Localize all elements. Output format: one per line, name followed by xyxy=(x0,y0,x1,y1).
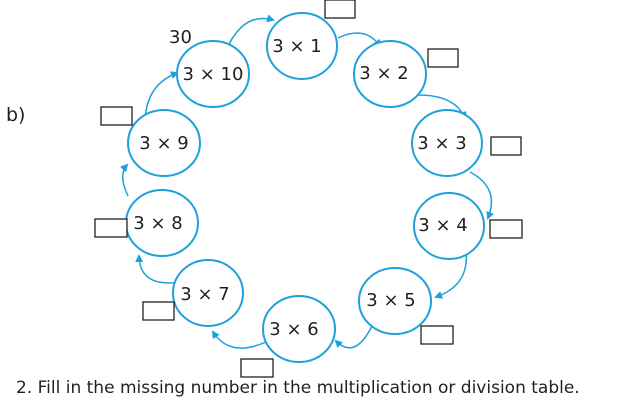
answer-box-3x8[interactable] xyxy=(94,218,128,238)
arrow-10-to-1 xyxy=(227,14,275,47)
node-3x9: 3 × 9 xyxy=(127,109,201,177)
answer-box-3x2[interactable] xyxy=(427,48,459,68)
node-label: 3 × 1 xyxy=(272,36,321,57)
node-label: 3 × 3 xyxy=(417,133,466,154)
answer-box-3x1[interactable] xyxy=(324,0,356,19)
node-3x10: 3 × 10 xyxy=(176,40,250,108)
answer-box-3x7[interactable] xyxy=(142,301,175,321)
node-label: 3 × 5 xyxy=(366,290,415,311)
node-label: 3 × 2 xyxy=(359,63,408,84)
node-3x1: 3 × 1 xyxy=(266,12,338,80)
node-label: 3 × 8 xyxy=(133,213,182,234)
node-3x6: 3 × 6 xyxy=(262,295,336,363)
arrow-7-to-8 xyxy=(135,254,181,284)
node-label: 3 × 9 xyxy=(139,133,188,154)
node-label: 3 × 6 xyxy=(269,319,318,340)
node-label: 3 × 4 xyxy=(418,215,467,236)
example-answer: 30 xyxy=(169,27,192,48)
node-3x3: 3 × 3 xyxy=(411,109,483,177)
part-label: b) xyxy=(6,104,26,126)
answer-box-3x4[interactable] xyxy=(489,219,523,239)
node-3x8: 3 × 8 xyxy=(125,189,199,257)
node-label: 3 × 7 xyxy=(180,284,229,305)
answer-box-3x3[interactable] xyxy=(490,136,522,156)
arrow-8-to-9 xyxy=(120,163,129,197)
arrow-4-to-5 xyxy=(434,249,468,299)
arrow-5-to-6 xyxy=(334,325,373,349)
node-3x7: 3 × 7 xyxy=(172,259,244,327)
answer-box-3x5[interactable] xyxy=(420,325,454,345)
node-3x5: 3 × 5 xyxy=(358,267,432,335)
node-label: 3 × 10 xyxy=(183,64,244,85)
instruction-text: 2. Fill in the missing number in the mul… xyxy=(16,378,580,398)
arrow-6-to-7 xyxy=(211,330,267,349)
answer-box-3x9[interactable] xyxy=(100,106,133,126)
node-3x2: 3 × 2 xyxy=(353,40,427,108)
answer-box-3x6[interactable] xyxy=(240,358,274,378)
arrow-3-to-4 xyxy=(469,171,494,220)
node-3x4: 3 × 4 xyxy=(413,192,485,260)
